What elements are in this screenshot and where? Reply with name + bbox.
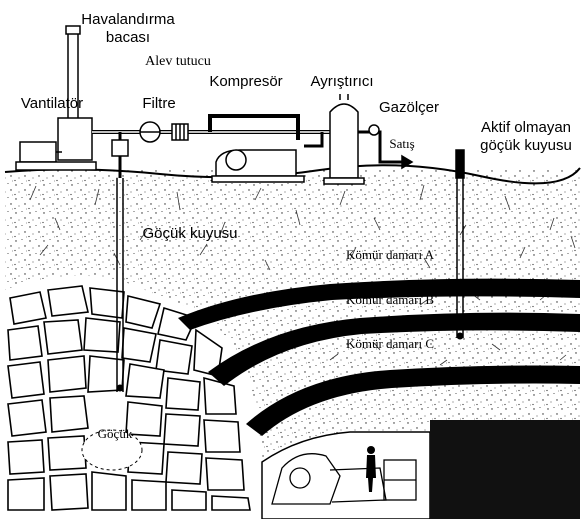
inactive-well-head	[456, 150, 464, 178]
fan-base	[16, 162, 96, 170]
flame-arrester-unit	[172, 124, 188, 140]
compressor-unit	[210, 116, 304, 182]
separator-unit	[324, 94, 364, 184]
label-chimney-line1: Havalandırma	[81, 11, 175, 28]
fan-motor	[20, 142, 56, 162]
label-goaf: Göçük	[98, 426, 133, 441]
label-separator: Ayrıştırıcı	[310, 73, 373, 90]
label-seam-c: Kömür damarı C	[346, 336, 434, 351]
label-chimney-line2: bacası	[106, 29, 150, 46]
label-seam-b: Kömür damarı B	[346, 292, 434, 307]
filter-unit	[140, 122, 160, 142]
label-inactive-well-line1: Aktif olmayan	[481, 119, 571, 136]
label-gas-meter: Gazölçer	[379, 99, 439, 116]
label-seam-a: Kömür damarı A	[346, 247, 435, 262]
label-filter: Filtre	[142, 95, 175, 112]
label-flame-arrester: Alev tutucu	[145, 54, 211, 69]
label-sales: Satış	[389, 136, 414, 151]
label-fan: Vantilatör	[21, 95, 83, 112]
label-compressor: Kompresör	[209, 73, 282, 90]
label-goaf-well: Göçük kuyusu	[142, 225, 237, 242]
label-inactive-well-line2: göçük kuyusu	[480, 137, 572, 154]
